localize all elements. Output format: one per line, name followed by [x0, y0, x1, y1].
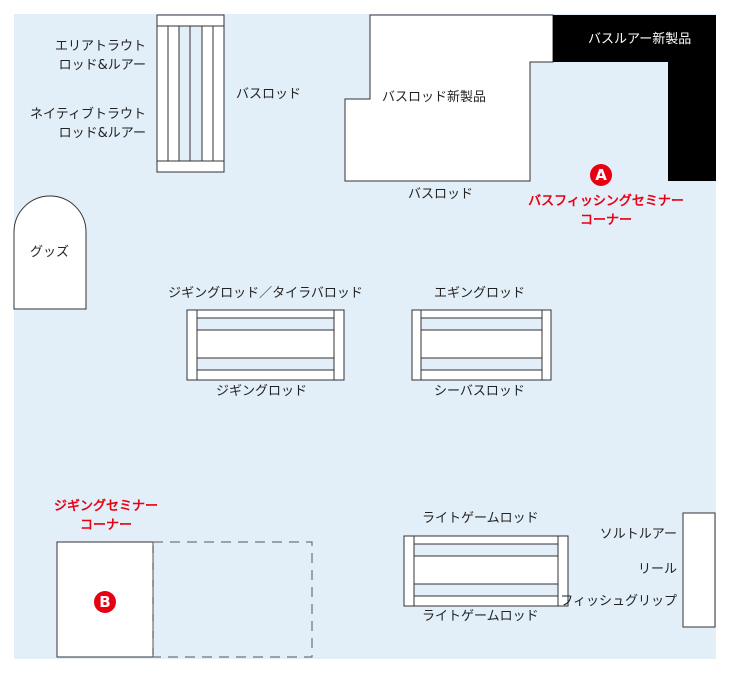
label-jigging-tai: ジギングロッド／タイラバロッド — [168, 286, 363, 301]
light-game-shelf[interactable] — [403, 535, 569, 607]
seminar-b-dashed-area — [152, 541, 313, 658]
eging-shelf[interactable] — [411, 309, 552, 381]
trout-shelf[interactable] — [156, 14, 225, 173]
label-seminar-b: ジギングセミナーコーナー — [53, 499, 158, 533]
marker-b: B — [94, 591, 116, 613]
label-area-trout: エリアトラウトロッド&ルアー — [54, 39, 146, 73]
label-seminar-a: バスフィッシングセミナーコーナー — [528, 194, 684, 228]
marker-a: A — [590, 164, 612, 186]
label-bass-lure-new: バスルアー新製品 — [588, 32, 692, 47]
salt-lure-shelf[interactable] — [682, 512, 716, 628]
label-salt-lure: ソルトルアー — [599, 527, 677, 542]
label-native-trout: ネイティブトラウトロッド&ルアー — [30, 107, 146, 141]
label-light-game-bottom: ライトゲームロッド — [422, 609, 539, 624]
label-jigging-rod: ジギングロッド — [216, 384, 308, 399]
label-fish-grip: フィッシュグリップ — [560, 594, 677, 609]
label-light-game-top: ライトゲームロッド — [422, 511, 539, 526]
label-reel: リール — [637, 562, 677, 577]
label-goods: グッズ — [30, 245, 70, 260]
label-sea-bass-rod: シーバスロッド — [434, 384, 525, 399]
label-bass-rod-bottom: バスロッド — [408, 187, 474, 202]
goods-cabinet[interactable] — [13, 195, 87, 310]
label-eging-rod: エギングロッド — [434, 286, 526, 301]
label-bass-rod-left: バスロッド — [236, 87, 302, 102]
label-bass-rod-new: バスロッド新製品 — [382, 90, 487, 105]
bass-lure-new-block[interactable] — [553, 15, 716, 181]
jigging-shelf[interactable] — [186, 309, 345, 381]
